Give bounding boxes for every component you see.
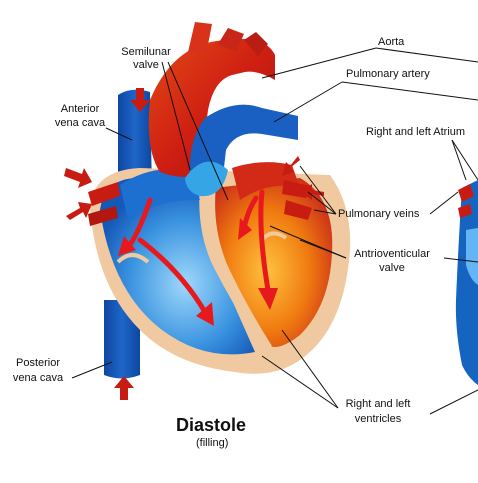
flow-arrowhead-left-2: [238, 218, 252, 240]
tricuspid-valve: [116, 253, 150, 264]
label-posterior-vena-cava-2: vena cava: [12, 372, 64, 384]
pulmonary-valve: [185, 161, 228, 197]
entry-arrow-right-2: [300, 184, 324, 200]
second-heart-partial: [455, 180, 478, 385]
left-vein-1: [88, 182, 120, 206]
label-aorta: Aorta: [378, 36, 405, 48]
aorta: [148, 39, 275, 177]
flow-arrowhead-left-1: [258, 288, 278, 310]
label-pulmonary-veins: Pulmonary veins: [338, 208, 420, 220]
label-av-valve-2: valve: [379, 262, 405, 274]
diagram-subtitle: (filling): [196, 437, 229, 449]
label-ventricles-1: Right and left: [345, 398, 411, 410]
label-anterior-vena-cava-2: vena cava: [54, 117, 106, 129]
label-anterior-vena-cava-1: Anterior: [60, 103, 100, 115]
label-semilunar-2: valve: [133, 59, 159, 71]
flow-arrowhead-right-1: [118, 236, 136, 256]
diagram-title: Diastole: [176, 415, 247, 435]
entry-arrow-left-2: [66, 202, 92, 220]
aorta-branch-1: [188, 22, 212, 55]
right-chambers: [100, 178, 255, 355]
label-pulmonary-artery: Pulmonary artery: [346, 68, 430, 80]
entry-arrow-top: [130, 88, 150, 112]
right-atrium: [120, 169, 200, 220]
left-vein-2: [88, 206, 118, 226]
pulmonary-vein-2: [284, 200, 312, 220]
aorta-branch-3: [244, 32, 268, 56]
left-atrium: [232, 162, 300, 200]
label-ventricles-2: ventricles: [354, 413, 402, 425]
label-posterior-vena-cava-1: Posterior: [15, 357, 61, 369]
label-atrium: Right and left Atrium: [366, 126, 466, 138]
label-semilunar-1: Semilunar: [121, 46, 171, 58]
entry-arrow-right-1: [282, 156, 300, 176]
entry-arrow-left-1: [64, 168, 92, 188]
entry-arrow-bottom: [114, 376, 134, 400]
leader-lines: [71, 47, 478, 415]
left-chambers: [213, 178, 333, 348]
anterior-vena-cava: [118, 89, 152, 190]
flow-arrowhead-right-2: [196, 302, 214, 326]
septum: [199, 184, 272, 350]
aorta-branch-2: [218, 28, 244, 52]
label-av-valve-1: Antrioventicular: [354, 248, 430, 260]
